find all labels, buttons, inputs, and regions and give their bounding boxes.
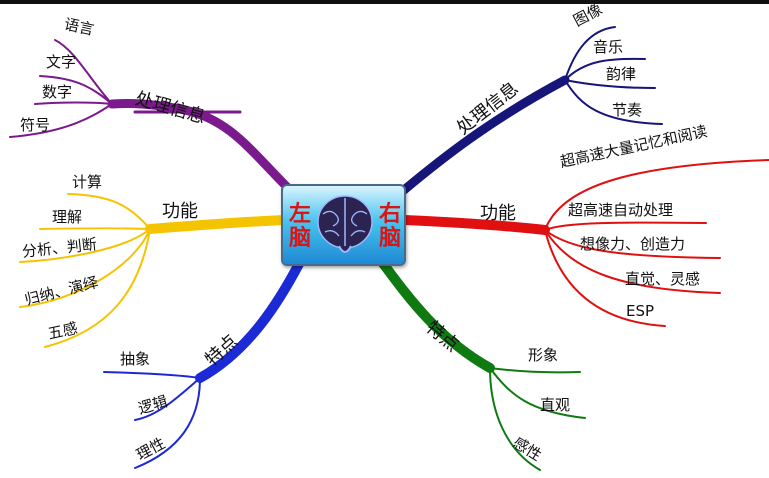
twig-文字	[39, 75, 113, 105]
twig-ESP	[544, 229, 666, 327]
twig-音乐	[564, 57, 646, 81]
leaf-label-left-features-0: 抽象	[120, 350, 151, 368]
leaf-label-left-processing-3: 符号	[20, 116, 51, 134]
twig-理性	[134, 377, 201, 469]
leaf-label-right-processing-1: 音乐	[593, 38, 624, 56]
center-node: 左 脑 右 脑	[281, 184, 406, 266]
twig-分析	[19, 228, 151, 263]
leaf-label-left-function-1: 理解	[52, 208, 83, 226]
branch-left-processing	[9, 39, 295, 195]
branch-label-right-function: 功能	[480, 203, 516, 224]
leaf-label-left-processing-1: 文字	[46, 53, 77, 71]
branch-right-features	[377, 257, 586, 471]
trunk-right-function	[399, 215, 550, 235]
trunk-left-function	[145, 215, 289, 234]
twig-超高速大量	[544, 159, 769, 231]
trunk-right-processing	[399, 75, 570, 195]
leaf-label-right-function-3: 直觉、灵感	[625, 270, 701, 288]
leaf-label-right-function-1: 超高速自动处理	[568, 201, 674, 219]
leaf-label-right-features-1: 直观	[540, 396, 571, 414]
twig-符号	[9, 103, 113, 138]
twig-理解	[39, 227, 151, 230]
trunk-left-features	[195, 257, 305, 383]
branch-left-features	[103, 257, 305, 469]
twig-直觉	[544, 229, 721, 294]
branch-label-left-function: 功能	[162, 201, 198, 222]
twig-韵律	[564, 79, 656, 89]
twig-逻辑	[134, 377, 201, 421]
twig-图像	[564, 26, 616, 81]
twig-五感	[44, 228, 151, 348]
leaf-label-right-features-0: 形象	[528, 346, 559, 364]
twig-归纳	[19, 228, 151, 308]
leaf-label-right-function-4: ESP	[626, 302, 655, 320]
twig-抽象	[103, 371, 201, 379]
center-right-text: 右 脑	[378, 201, 401, 251]
twig-感性	[489, 367, 541, 471]
branch-right-processing	[399, 26, 663, 195]
leaf-label-right-processing-2: 韵律	[606, 65, 637, 83]
leaf-label-left-function-0: 计算	[72, 173, 103, 191]
leaf-label-right-processing-3: 节奏	[612, 101, 643, 119]
leaf-label-left-processing-2: 数字	[42, 83, 73, 101]
branch-left-function	[19, 193, 289, 348]
twig-语言	[54, 39, 113, 105]
twig-想像力	[544, 229, 721, 259]
brain-icon	[317, 195, 373, 253]
branch-right-function	[399, 159, 769, 327]
twig-直观	[489, 367, 586, 419]
twig-形象	[489, 367, 581, 374]
top-border	[0, 0, 769, 4]
twig-超高速自动	[544, 221, 707, 231]
leaf-label-right-function-2: 想像力、创造力	[580, 235, 686, 253]
twig-节奏	[564, 79, 663, 125]
center-left-text: 左 脑	[288, 201, 311, 251]
twig-计算	[67, 193, 151, 230]
twig-数字	[34, 101, 113, 105]
trunk-right-features	[377, 257, 495, 373]
